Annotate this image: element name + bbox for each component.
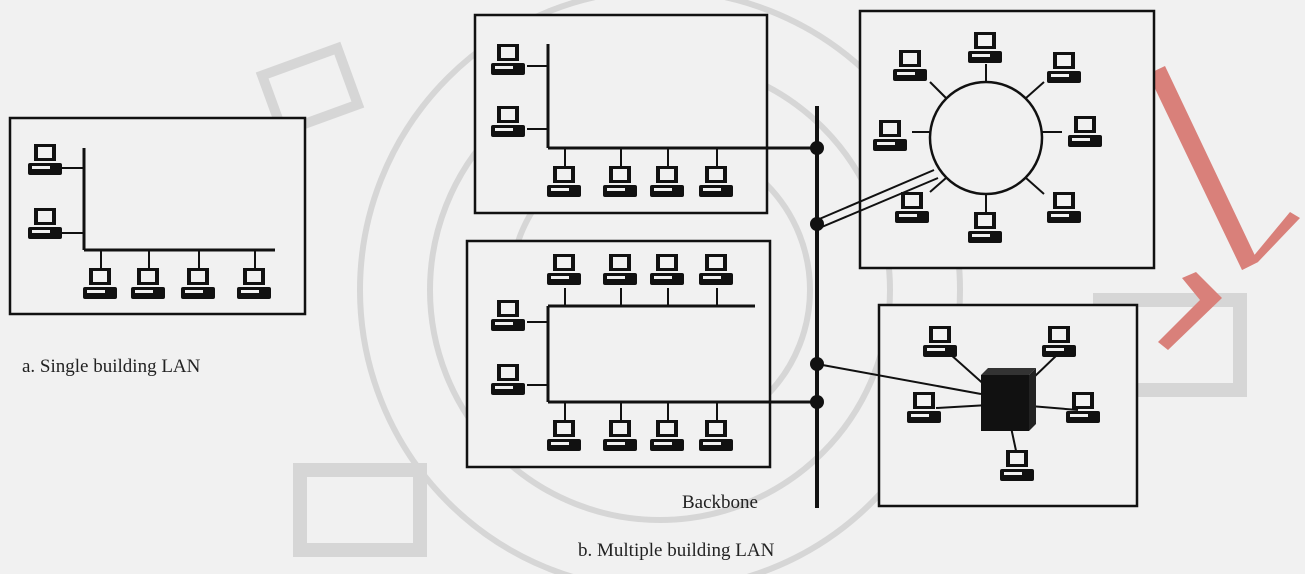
caption-multiple-building-lan: b. Multiple building LAN: [578, 540, 775, 561]
building-bottom-left-panel: [465, 239, 817, 469]
accent-logo: [1148, 66, 1300, 350]
single-building-panel: [8, 116, 307, 316]
building-ring-panel: [816, 9, 1156, 270]
hub-icon: [981, 375, 1029, 431]
backbone-junctions: [810, 141, 824, 409]
caption-single-building-lan: a. Single building LAN: [22, 356, 201, 377]
building-top-left-panel: [473, 13, 817, 215]
building-star-panel: [816, 303, 1139, 508]
backbone-label: Backbone: [682, 492, 758, 513]
